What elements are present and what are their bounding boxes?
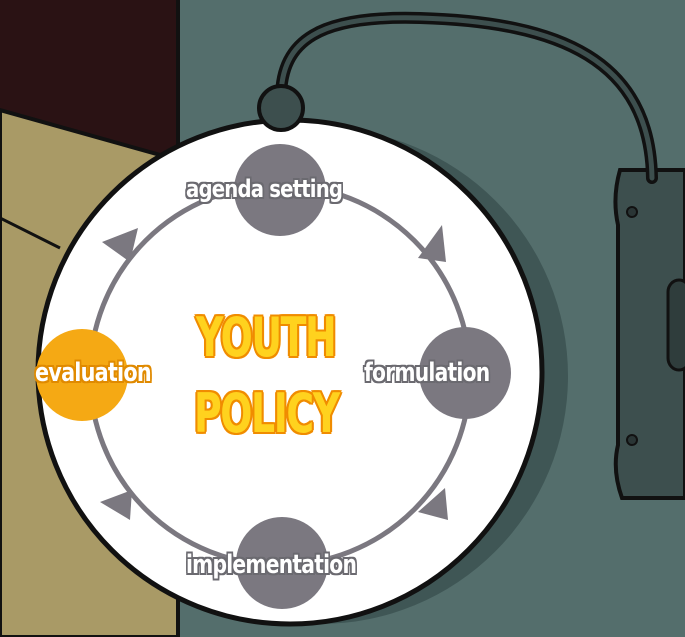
plug-knob [257, 84, 305, 132]
arrow-formulation-to-implementation [418, 488, 448, 520]
node-agenda-setting [234, 144, 326, 236]
node-evaluation [36, 329, 128, 421]
node-formulation [419, 327, 511, 419]
power-cable-highlight [278, 15, 655, 181]
title-line-youth: YOUTH [196, 306, 337, 369]
power-strip-socket [666, 278, 685, 372]
arrow-evaluation-to-agenda [102, 228, 138, 262]
stage-label-evaluation: evaluation [35, 358, 152, 388]
power-strip-screw-1 [626, 206, 638, 218]
stage-label-implementation: implementation [186, 550, 357, 580]
stage-label-formulation: formulation [364, 358, 490, 388]
tan-door-line [0, 216, 61, 250]
title-line-policy: POLICY [194, 382, 340, 445]
arrow-implementation-to-evaluation [100, 490, 132, 520]
node-implementation [236, 517, 328, 609]
power-strip [613, 168, 685, 500]
power-strip-screw-2 [626, 434, 638, 446]
stage-label-agenda-setting: agenda setting [186, 175, 343, 203]
arrow-agenda-to-formulation [418, 225, 446, 262]
